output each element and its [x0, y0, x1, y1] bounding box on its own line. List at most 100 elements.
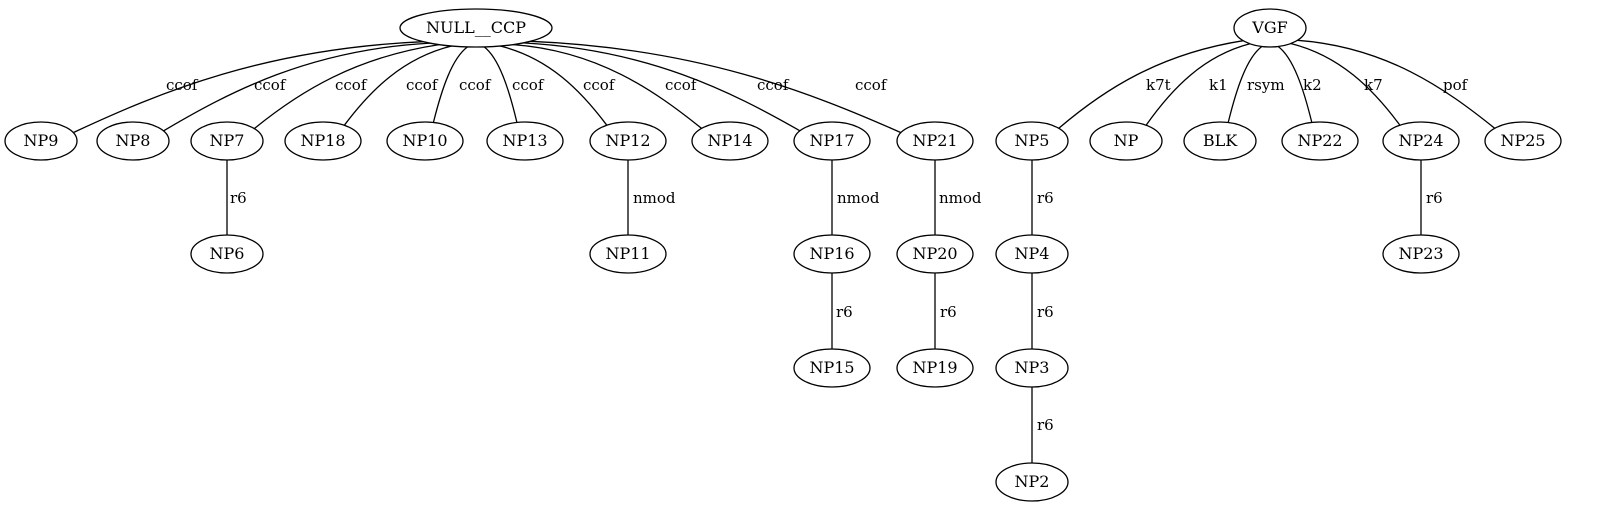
edge-label: ccof [166, 76, 199, 94]
node-ellipse [793, 234, 871, 274]
node-np15: NP15 [793, 348, 871, 388]
edge-vgf-np5 [1058, 40, 1244, 129]
edge-nullccp-np18 [343, 45, 452, 126]
node-label: NULL__CCP [426, 18, 526, 37]
edge-nullccp-np13 [483, 46, 518, 123]
edge-vgf-blk [1227, 45, 1263, 123]
edge-nullccp-np14 [513, 43, 703, 129]
node-ellipse [284, 121, 362, 161]
node-ellipse [96, 121, 170, 161]
node-vgf: VGF [1233, 8, 1307, 48]
node-label: NP4 [1015, 244, 1050, 263]
node-label: NP14 [707, 131, 752, 150]
node-np7: NP7 [190, 121, 264, 161]
node-np14: NP14 [691, 121, 769, 161]
node-ellipse [995, 121, 1069, 161]
node-ellipse [896, 348, 974, 388]
edge-vgf-np25 [1297, 39, 1496, 129]
node-np24: NP24 [1382, 121, 1460, 161]
node-label: VGF [1251, 18, 1287, 37]
edge-label: ccof [406, 76, 439, 94]
edge-nullccp-np21 [530, 40, 902, 134]
node-label: NP3 [1015, 358, 1050, 377]
edge-label: ccof [583, 76, 616, 94]
node-ellipse [589, 234, 667, 274]
node-ellipse [1484, 121, 1562, 161]
node-label: BLK [1203, 131, 1238, 150]
edge-label: r6 [230, 189, 247, 207]
edge-label: r6 [1037, 416, 1054, 434]
edge-label: r6 [1426, 189, 1443, 207]
node-ellipse [896, 121, 974, 161]
node-ellipse [995, 462, 1069, 502]
edge-nullccp-np7 [253, 43, 440, 130]
node-np6: NP6 [190, 234, 264, 274]
node-label: NP23 [1398, 244, 1443, 263]
edge-label: k7 [1364, 76, 1383, 94]
edge-vgf-np24 [1290, 42, 1401, 126]
node-label: NP24 [1398, 131, 1443, 150]
edge-vgf-np [1145, 43, 1251, 126]
node-label: NP15 [809, 358, 854, 377]
node-nullccp: NULL__CCP [399, 8, 553, 48]
node-ellipse [1183, 121, 1257, 161]
node-ellipse [995, 348, 1069, 388]
node-ellipse [486, 121, 564, 161]
node-label: NP25 [1500, 131, 1545, 150]
edge-label: k1 [1209, 76, 1228, 94]
node-label: NP6 [210, 244, 245, 263]
node-np11: NP11 [589, 234, 667, 274]
node-np: NP [1089, 121, 1163, 161]
node-label: NP19 [912, 358, 957, 377]
node-label: NP18 [300, 131, 345, 150]
edge-nullccp-np17 [522, 42, 801, 132]
node-np10: NP10 [386, 121, 464, 161]
edge-nullccp-np8 [163, 42, 431, 132]
edge-label: k7t [1146, 76, 1171, 94]
edge-nullccp-np9 [73, 41, 424, 134]
node-ellipse [1089, 121, 1163, 161]
node-np4: NP4 [995, 234, 1069, 274]
node-label: NP13 [502, 131, 547, 150]
node-label: NP20 [912, 244, 957, 263]
edge-label: pof [1443, 76, 1469, 94]
node-np13: NP13 [486, 121, 564, 161]
edge-label: r6 [836, 303, 853, 321]
node-ellipse [190, 234, 264, 274]
node-label: NP10 [402, 131, 447, 150]
edge-label: ccof [665, 76, 698, 94]
node-ellipse [1281, 121, 1359, 161]
edge-label: rsym [1247, 76, 1285, 94]
node-label: NP16 [809, 244, 854, 263]
node-label: NP7 [210, 131, 245, 150]
edge-label: ccof [335, 76, 368, 94]
node-np5: NP5 [995, 121, 1069, 161]
edge-label: ccof [855, 76, 888, 94]
node-ellipse [1382, 234, 1460, 274]
edge-label: nmod [939, 189, 982, 207]
edge-label: k2 [1303, 76, 1322, 94]
node-np25: NP25 [1484, 121, 1562, 161]
node-ellipse [896, 234, 974, 274]
node-np16: NP16 [793, 234, 871, 274]
node-ellipse [589, 121, 667, 161]
node-np3: NP3 [995, 348, 1069, 388]
edge-label: r6 [1037, 303, 1054, 321]
node-ellipse [386, 121, 464, 161]
node-label: NP22 [1297, 131, 1342, 150]
node-ellipse [4, 121, 78, 161]
node-ellipse [399, 8, 553, 48]
node-label: NP21 [912, 131, 957, 150]
edge-label: nmod [633, 189, 676, 207]
node-np2: NP2 [995, 462, 1069, 502]
node-ellipse [793, 121, 871, 161]
node-np17: NP17 [793, 121, 871, 161]
node-np8: NP8 [96, 121, 170, 161]
node-ellipse [190, 121, 264, 161]
edge-label: ccof [757, 76, 790, 94]
node-ellipse [1233, 8, 1307, 48]
node-np18: NP18 [284, 121, 362, 161]
node-blk: BLK [1183, 121, 1257, 161]
edge-label: r6 [1037, 189, 1054, 207]
